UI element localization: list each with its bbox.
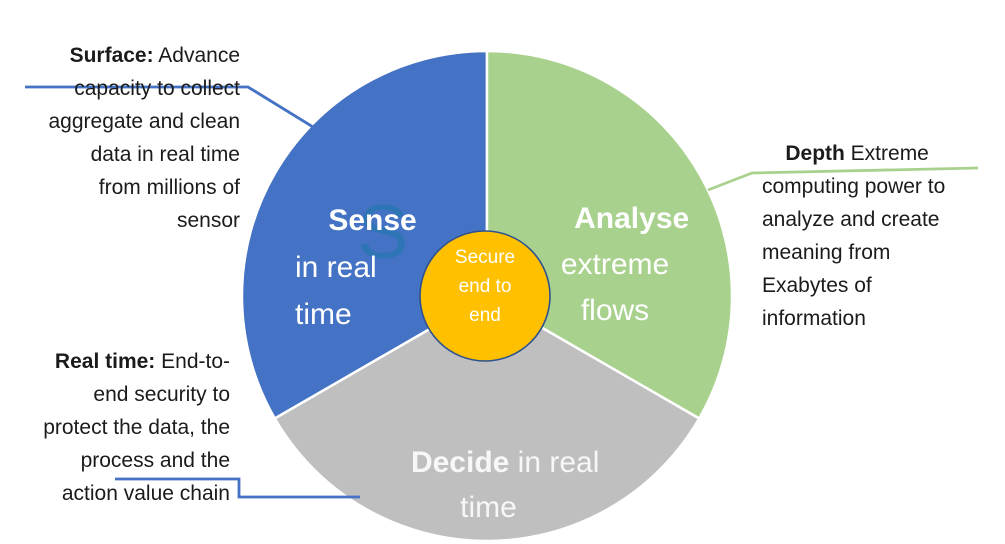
sense-label-bold: Sense <box>328 204 417 237</box>
secure-circle-label: Secure end to end <box>454 247 516 326</box>
sense-label-rest: in real time <box>295 251 377 331</box>
decide-slice <box>273 294 701 543</box>
decide-slice-label: Decide in real time <box>345 395 632 544</box>
surface-annotation-label: Surface: <box>69 44 154 67</box>
depth-annotation: Depth Extreme computing power to analyze… <box>762 104 1005 368</box>
sense-slice-label: Sense in real time <box>295 150 445 385</box>
analyse-label-rest: extreme flows <box>560 248 670 327</box>
surface-annotation-text: Advance capacity to collect aggregate an… <box>48 44 241 232</box>
analyse-slice <box>485 49 734 421</box>
analyse-label-bold: Analyse <box>574 202 690 235</box>
secure-circle <box>419 230 551 362</box>
s-watermark: S <box>358 190 409 275</box>
surface-callout-line <box>25 85 314 129</box>
depth-callout-line <box>707 166 979 192</box>
surface-annotation: Surface: Advance capacity to collect agg… <box>6 6 241 270</box>
sense-slice <box>240 49 489 421</box>
realtime-annotation: Real time: End-to- end security to prote… <box>0 312 230 543</box>
realtime-callout-line <box>115 477 360 499</box>
realtime-annotation-label: Real time: <box>54 350 156 373</box>
decide-label-rest: in real time <box>460 446 600 524</box>
depth-annotation-label: Depth <box>785 142 845 165</box>
decide-label-bold: Decide <box>410 446 510 479</box>
depth-annotation-text: Extreme computing power to analyze and c… <box>762 142 946 330</box>
analyse-slice-label: Analyse extreme flows <box>532 150 698 380</box>
realtime-annotation-text: End-to- end security to protect the data… <box>43 350 230 505</box>
